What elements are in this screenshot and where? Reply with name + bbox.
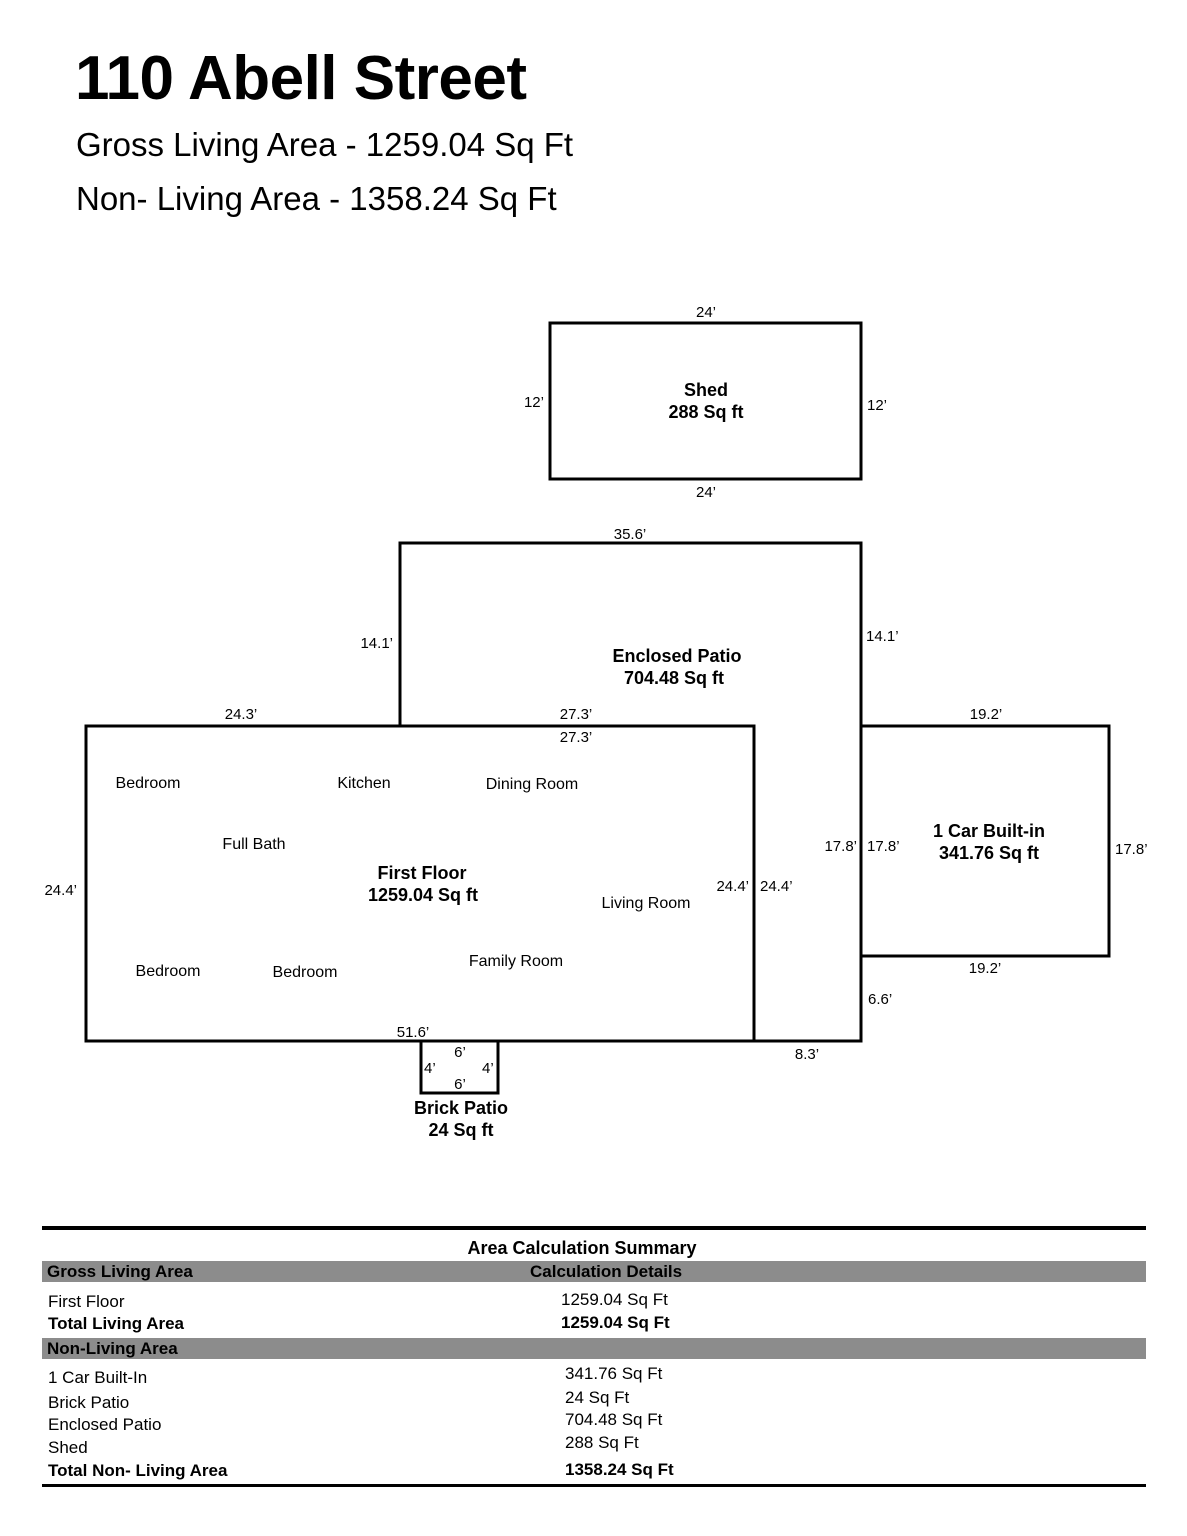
enclosed-patio-inner-top-dim: 27.3’: [560, 706, 593, 723]
non-living-row-label: 1 Car Built-In: [48, 1368, 148, 1387]
summary-title: Area Calculation Summary: [467, 1238, 697, 1258]
brick-patio-left-dim: 4’: [424, 1060, 436, 1077]
enclosed-patio-inner-side-dim: 24.4’: [760, 878, 793, 895]
non-living-row-value: 288 Sq Ft: [565, 1433, 639, 1452]
garage-bottom-dim: 19.2’: [969, 960, 1002, 977]
garage-area: 341.76 Sq ft: [939, 843, 1039, 863]
room-bedroom: Bedroom: [273, 964, 338, 981]
calculation-details-header: Calculation Details: [530, 1262, 683, 1281]
gross-living-area-subtitle: Gross Living Area - 1259.04 Sq Ft: [76, 126, 574, 163]
non-living-row-label: Brick Patio: [48, 1393, 130, 1412]
page-title: 110 Abell Street: [75, 44, 527, 113]
enclosed-patio-left-dim: 14.1’: [360, 635, 393, 652]
first-floor-left-dim: 24.4’: [44, 882, 77, 899]
room-bedroom: Bedroom: [116, 775, 181, 792]
garage-right-dim: 17.8’: [1115, 841, 1148, 858]
shed-area: 288 Sq ft: [668, 402, 743, 422]
shed-outline: [548, 321, 863, 481]
room-living-room: Living Room: [602, 895, 691, 912]
brick-patio-right-dim: 4’: [482, 1060, 494, 1077]
enclosed-patio-area: 704.48 Sq ft: [624, 668, 724, 688]
first-floor-outline: [84, 724, 756, 1043]
room-dining-room: Dining Room: [486, 776, 578, 793]
enclosed-patio-outline: [398, 541, 863, 1043]
garage-outline: [859, 724, 1111, 958]
non-living-header: Non-Living Area: [47, 1339, 178, 1358]
first-floor-right-dim: 24.4’: [716, 878, 749, 895]
summary-top-rule: [42, 1226, 1146, 1230]
shed-name: Shed: [684, 380, 728, 400]
non-living-row-label: Enclosed Patio: [48, 1415, 162, 1434]
living-total-label: Total Living Area: [48, 1314, 185, 1333]
garage-top-dim: 19.2’: [970, 706, 1003, 723]
shed-top-dim: 24’: [696, 304, 716, 321]
non-living-row-label: Shed: [48, 1438, 88, 1457]
room-bedroom: Bedroom: [136, 963, 201, 980]
enclosed-patio-lower-right-dim: 6.6’: [868, 991, 892, 1008]
non-living-total-value: 1358.24 Sq Ft: [565, 1460, 674, 1479]
room-full-bath: Full Bath: [222, 836, 285, 853]
area-calculation-summary: Area Calculation Summary Gross Living Ar…: [42, 1226, 1146, 1487]
gross-living-header: Gross Living Area: [47, 1262, 193, 1281]
first-floor-name: First Floor: [378, 863, 467, 883]
enclosed-patio-bottom-dim: 8.3’: [795, 1046, 819, 1063]
non-living-row-value: 24 Sq Ft: [565, 1388, 630, 1407]
brick-patio-bottom-dim: 6’: [454, 1076, 466, 1093]
brick-patio-area: 24 Sq ft: [428, 1120, 493, 1140]
room-family-room: Family Room: [469, 953, 563, 970]
non-living-total-label: Total Non- Living Area: [48, 1461, 228, 1480]
first-floor-top-left-dim: 24.3’: [225, 706, 258, 723]
room-kitchen: Kitchen: [337, 775, 390, 792]
living-row-value: 1259.04 Sq Ft: [561, 1290, 668, 1309]
shed-left-dim: 12’: [524, 394, 544, 411]
living-total-value: 1259.04 Sq Ft: [561, 1313, 670, 1332]
gross-living-band: Gross Living Area Calculation Details: [42, 1261, 1146, 1282]
shed-bottom-dim: 24’: [696, 484, 716, 501]
garage-name: 1 Car Built-in: [933, 821, 1045, 841]
summary-bottom-rule: [42, 1484, 1146, 1487]
non-living-row-value: 704.48 Sq Ft: [565, 1410, 663, 1429]
non-living-area-subtitle: Non- Living Area - 1358.24 Sq Ft: [76, 180, 557, 217]
brick-patio-name: Brick Patio: [414, 1098, 508, 1118]
first-floor-top-inner-dim: 27.3’: [560, 729, 593, 746]
enclosed-patio-garage-side-dim: 17.8’: [824, 838, 857, 855]
brick-patio-top-dim: 6’: [454, 1044, 466, 1061]
first-floor-area: 1259.04 Sq ft: [368, 885, 478, 905]
garage-left-dim: 17.8’: [867, 838, 900, 855]
living-row-label: First Floor: [48, 1292, 125, 1311]
non-living-band: Non-Living Area: [42, 1338, 1146, 1359]
first-floor-bottom-dim: 51.6’: [397, 1024, 430, 1041]
enclosed-patio-right-dim: 14.1’: [866, 628, 899, 645]
enclosed-patio-name: Enclosed Patio: [612, 646, 741, 666]
floor-plan: Shed 288 Sq ft 24’ 24’ 12’ 12’ Enclosed …: [44, 304, 1148, 1140]
enclosed-patio-top-dim: 35.6’: [614, 526, 647, 543]
brick-patio-outline: [419, 1039, 500, 1095]
shed-right-dim: 12’: [867, 397, 887, 414]
non-living-row-value: 341.76 Sq Ft: [565, 1364, 663, 1383]
